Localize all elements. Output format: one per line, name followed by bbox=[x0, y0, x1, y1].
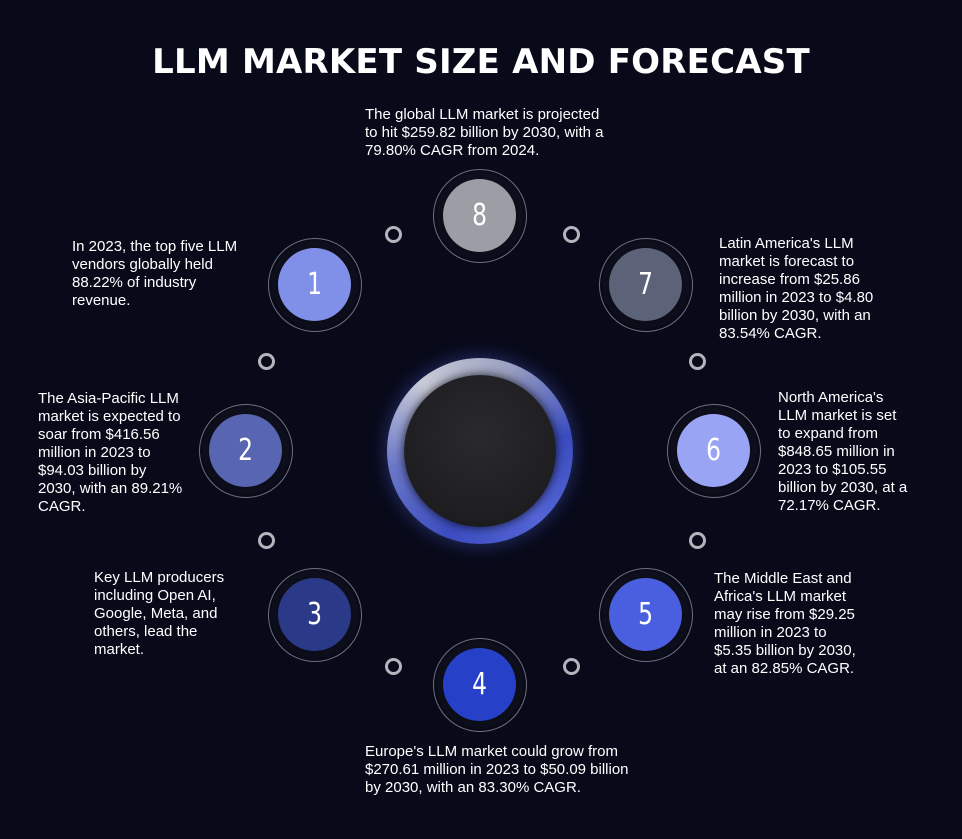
connector-dot bbox=[563, 226, 580, 243]
node-8-number: 8 bbox=[472, 197, 487, 233]
node-4: 4 bbox=[433, 638, 527, 732]
item-8-text: The global LLM market is projected to hi… bbox=[365, 106, 604, 159]
node-2: 2 bbox=[199, 404, 293, 498]
node-7: 7 bbox=[599, 238, 693, 332]
connector-dot bbox=[385, 658, 402, 675]
node-1-disc: 1 bbox=[278, 248, 351, 321]
center-hub bbox=[387, 358, 573, 544]
node-3: 3 bbox=[268, 568, 362, 662]
node-1: 1 bbox=[268, 238, 362, 332]
connector-dot bbox=[258, 532, 275, 549]
node-2-number: 2 bbox=[238, 432, 253, 468]
node-1-number: 1 bbox=[307, 266, 322, 302]
node-3-disc: 3 bbox=[278, 578, 351, 651]
node-4-disc: 4 bbox=[443, 648, 516, 721]
connector-dot bbox=[385, 226, 402, 243]
node-5-number: 5 bbox=[638, 596, 653, 632]
node-7-disc: 7 bbox=[609, 248, 682, 321]
node-5: 5 bbox=[599, 568, 693, 662]
page-title: LLM MARKET SIZE AND FORECAST bbox=[152, 42, 810, 82]
node-8: 8 bbox=[433, 169, 527, 263]
item-1-text: In 2023, the top five LLM vendors global… bbox=[72, 238, 238, 309]
connector-dot bbox=[689, 353, 706, 370]
item-5-text: The Middle East and Africa's LLM market … bbox=[714, 570, 856, 677]
node-8-disc: 8 bbox=[443, 179, 516, 252]
node-2-disc: 2 bbox=[209, 414, 282, 487]
item-3-text: Key LLM producers including Open AI, Goo… bbox=[94, 569, 225, 658]
item-7-text: Latin America's LLM market is forecast t… bbox=[719, 235, 874, 342]
item-2-text: The Asia-Pacific LLM market is expected … bbox=[38, 390, 183, 515]
node-5-disc: 5 bbox=[609, 578, 682, 651]
connector-dot bbox=[563, 658, 580, 675]
node-6-disc: 6 bbox=[677, 414, 750, 487]
connector-dot bbox=[689, 532, 706, 549]
connector-dot bbox=[258, 353, 275, 370]
item-4-text: Europe's LLM market could grow from $270… bbox=[365, 743, 629, 796]
node-3-number: 3 bbox=[307, 596, 322, 632]
node-4-number: 4 bbox=[472, 666, 487, 702]
node-6: 6 bbox=[667, 404, 761, 498]
node-6-number: 6 bbox=[706, 432, 721, 468]
item-6-text: North America's LLM market is set to exp… bbox=[778, 389, 908, 514]
node-7-number: 7 bbox=[638, 266, 653, 302]
center-hub-core bbox=[404, 375, 556, 527]
